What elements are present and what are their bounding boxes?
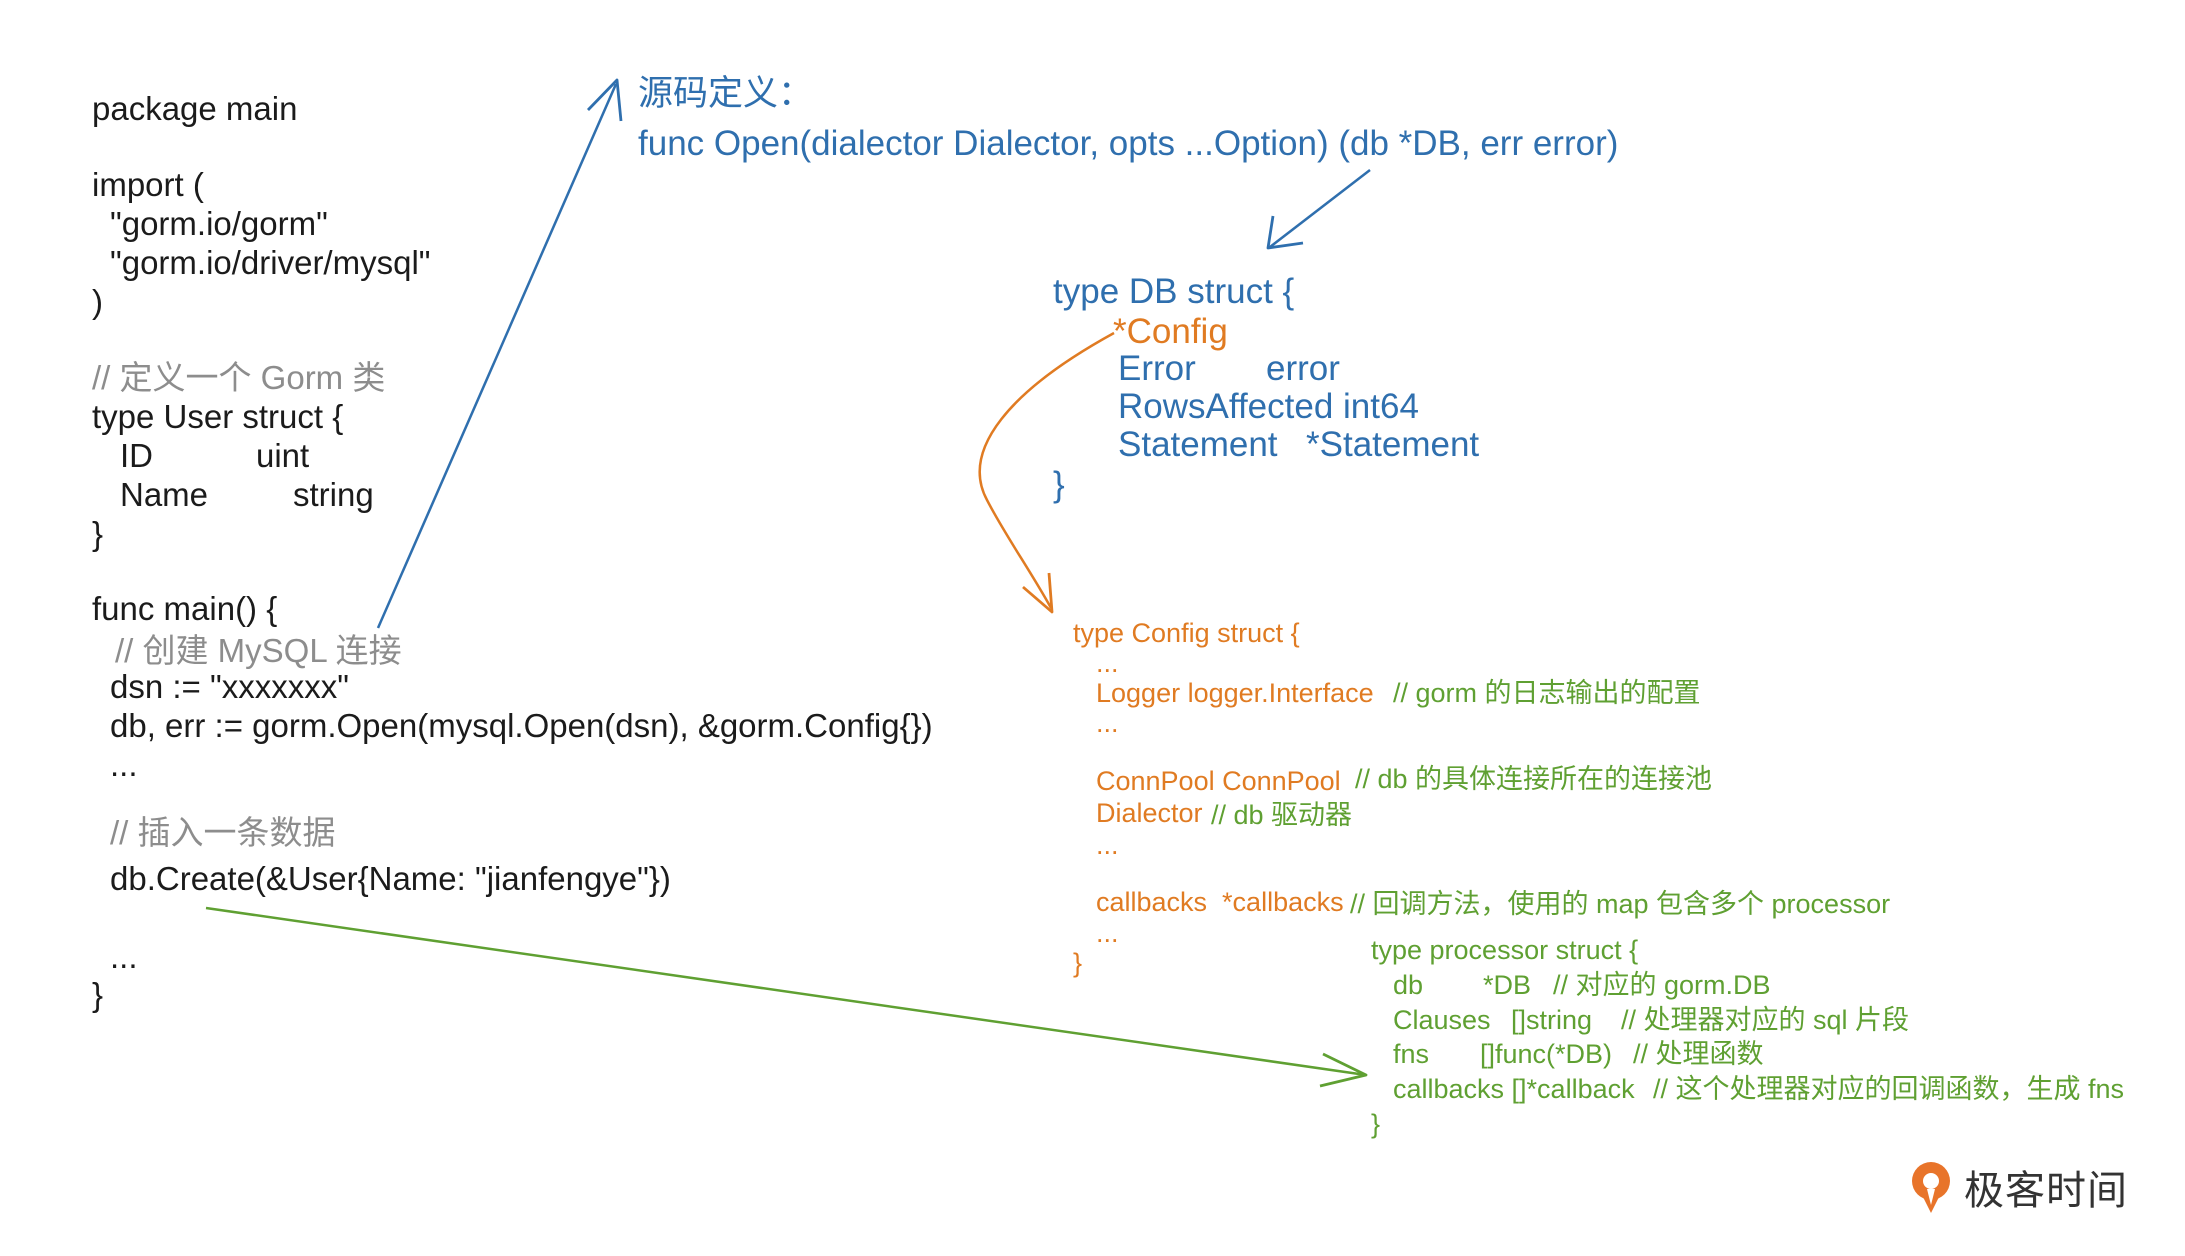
- config-dialector-comment: // db 驱动器: [1211, 800, 1353, 830]
- db-field-statement-type: *Statement: [1306, 425, 1480, 464]
- code-comment-define: // 定义一个 Gorm 类: [92, 359, 386, 396]
- code-dsn-line: dsn := "xxxxxxx": [110, 668, 349, 705]
- config-dots-4: ...: [1096, 918, 1119, 948]
- db-field-statement-name: Statement: [1118, 425, 1278, 464]
- db-field-error-type: error: [1266, 349, 1340, 388]
- code-ellipsis-2: ...: [110, 938, 138, 975]
- config-callbacks-comment: // 回调方法，使用的 map 包含多个 processor: [1350, 889, 1891, 919]
- config-connpool-field: ConnPool ConnPool: [1096, 766, 1341, 796]
- processor-clauses-name: Clauses: [1393, 1005, 1491, 1035]
- arrow-signature-to-db: [1266, 169, 1371, 250]
- config-dialector-field: Dialector: [1096, 798, 1203, 828]
- code-import-mysql: "gorm.io/driver/mysql": [110, 244, 431, 281]
- config-struct-close: }: [1073, 948, 1083, 978]
- processor-fns-type: []func(*DB): [1480, 1039, 1613, 1069]
- processor-fns-comment: // 处理函数: [1633, 1039, 1764, 1069]
- code-func-main: func main() {: [92, 590, 278, 627]
- arrow-open-to-source: [376, 78, 623, 629]
- geektime-logo: 极客时间: [1908, 1158, 2128, 1216]
- code-comment-insert: // 插入一条数据: [110, 814, 336, 851]
- processor-db-comment: // 对应的 gorm.DB: [1553, 970, 1771, 1000]
- db-field-config: *Config: [1113, 312, 1228, 351]
- code-comment-create-conn: // 创建 MySQL 连接: [115, 632, 402, 669]
- config-struct-open: type Config struct {: [1073, 618, 1300, 648]
- code-field-name-name: Name: [120, 476, 209, 513]
- processor-db-type: *DB: [1483, 970, 1532, 1000]
- processor-callbacks-comment: // 这个处理器对应的回调函数，生成 fns: [1653, 1074, 2125, 1104]
- source-def-signature: func Open(dialector Dialector, opts ...O…: [638, 124, 1619, 163]
- config-dots-2: ...: [1096, 708, 1119, 738]
- config-callbacks-field: callbacks *callbacks: [1096, 887, 1344, 917]
- processor-clauses-comment: // 处理器对应的 sql 片段: [1621, 1005, 1910, 1035]
- db-struct-close: }: [1053, 465, 1065, 504]
- code-ellipsis-1: ...: [110, 746, 138, 783]
- config-dots-1: ...: [1096, 648, 1119, 678]
- processor-callbacks-line: callbacks []*callback: [1393, 1074, 1635, 1104]
- source-def-title: 源码定义：: [638, 74, 814, 113]
- code-import-gorm: "gorm.io/gorm": [110, 205, 328, 242]
- config-dots-3: ...: [1096, 830, 1119, 860]
- code-field-name-type: string: [293, 476, 374, 513]
- db-field-rows-affected: RowsAffected int64: [1118, 387, 1419, 426]
- db-struct-open: type DB struct {: [1053, 272, 1295, 311]
- code-field-id-name: ID: [120, 437, 153, 474]
- arrow-config-to-struct: [978, 331, 1115, 614]
- config-logger-comment: // gorm 的日志输出的配置: [1393, 678, 1701, 708]
- geektime-logo-icon: [1912, 1162, 1950, 1213]
- code-open-line: db, err := gorm.Open(mysql.Open(dsn), &g…: [110, 707, 933, 744]
- code-field-id-type: uint: [256, 437, 310, 474]
- db-field-error-name: Error: [1118, 349, 1196, 388]
- processor-fns-name: fns: [1393, 1039, 1430, 1069]
- geektime-logo-text: 极客时间: [1964, 1169, 2128, 1213]
- code-package: package main: [92, 90, 298, 127]
- arrow-create-to-processor: [205, 906, 1368, 1088]
- config-logger-field: Logger logger.Interface: [1096, 678, 1374, 708]
- processor-struct-close: }: [1371, 1109, 1381, 1139]
- code-main-close: }: [92, 976, 104, 1013]
- processor-clauses-type: []string: [1511, 1005, 1593, 1035]
- processor-struct-open: type processor struct {: [1371, 935, 1639, 965]
- code-create-line: db.Create(&User{Name: "jianfengye"}): [110, 860, 671, 897]
- code-user-struct-close: }: [92, 515, 104, 552]
- code-user-struct-open: type User struct {: [92, 398, 344, 435]
- config-connpool-comment: // db 的具体连接所在的连接池: [1355, 764, 1713, 794]
- processor-db-name: db: [1393, 970, 1424, 1000]
- code-import-open: import (: [92, 166, 204, 203]
- code-import-close: ): [92, 283, 103, 320]
